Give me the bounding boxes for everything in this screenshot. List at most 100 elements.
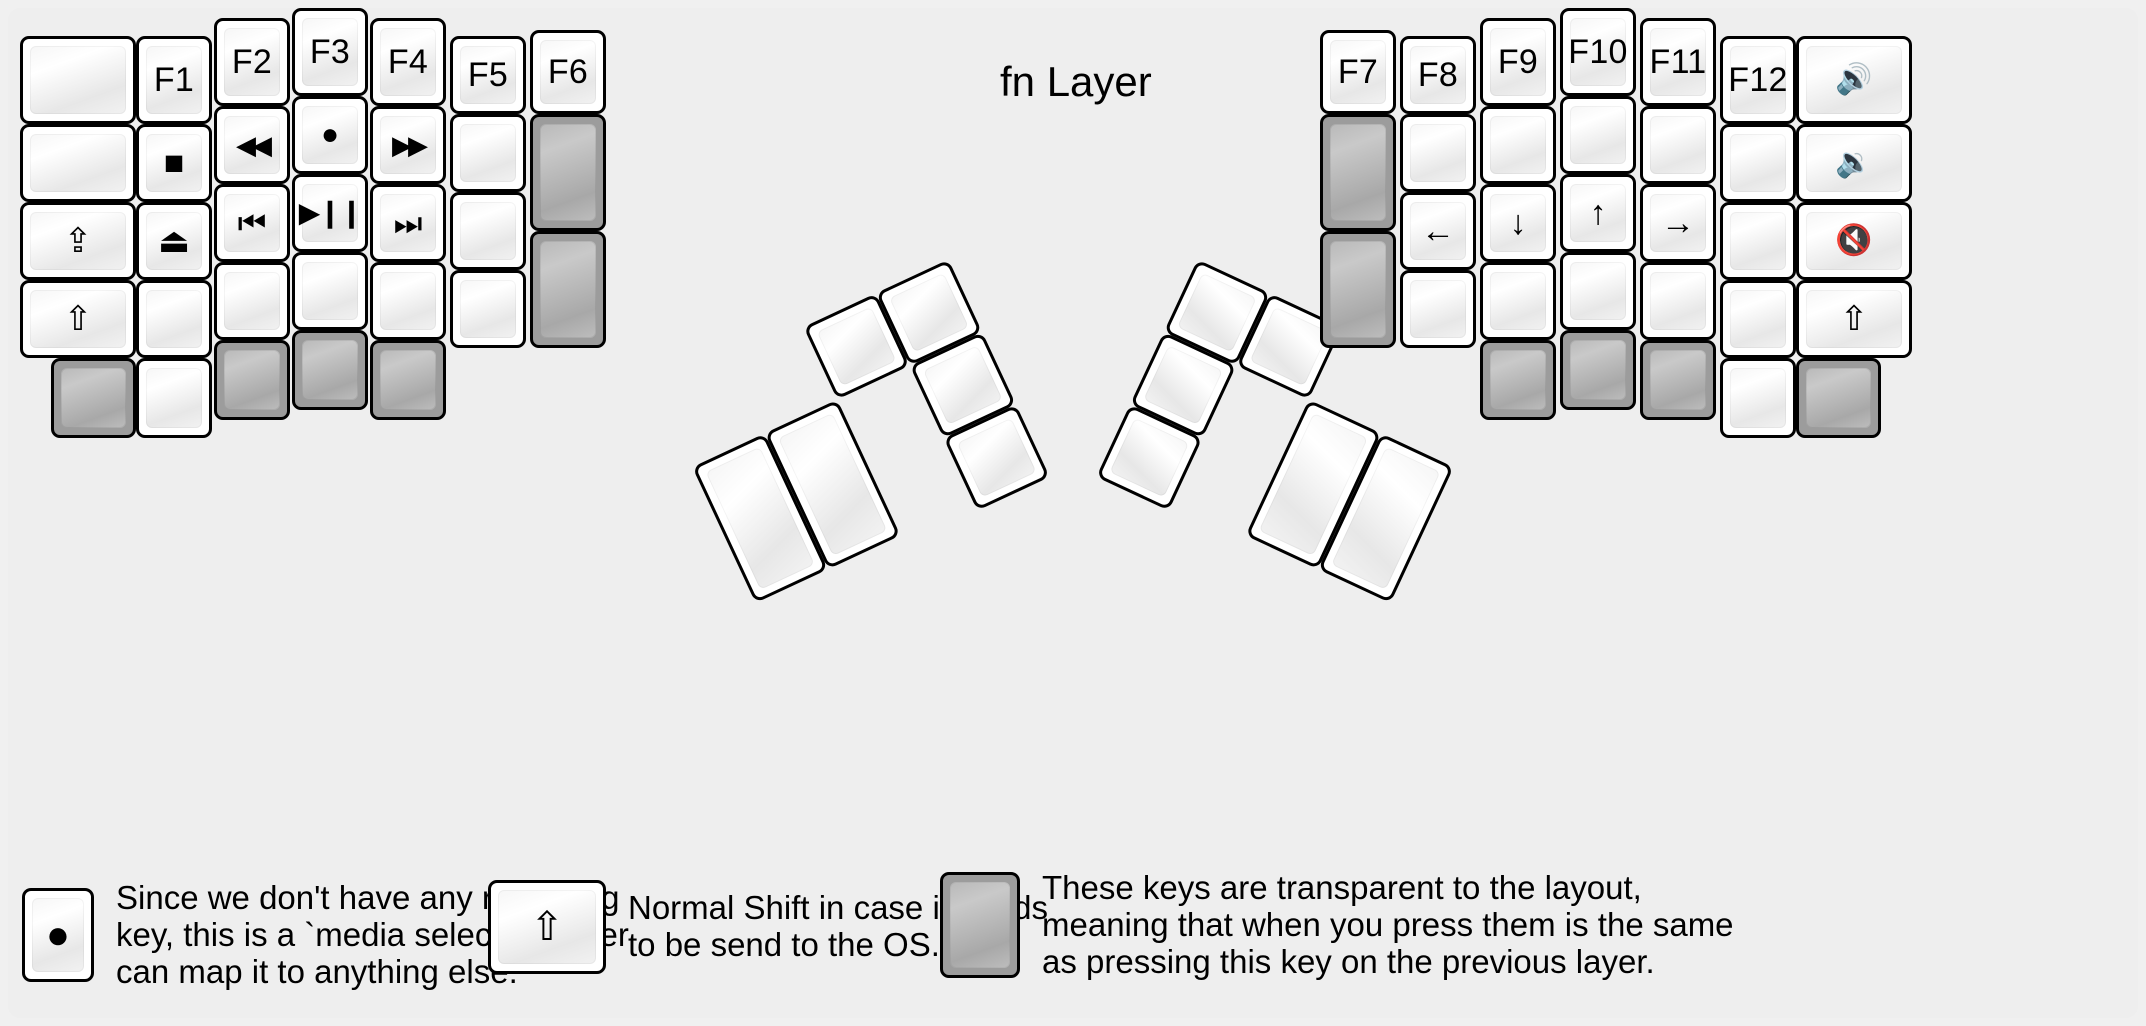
key-right-c0-r1-transparent-tall[interactable] xyxy=(1320,114,1396,231)
key-right-c2-r4-transparent[interactable] xyxy=(1480,340,1556,420)
key-right-c1-r0-f8[interactable]: F8 xyxy=(1400,36,1476,114)
key-left-c3-r0-f3[interactable]: F3 xyxy=(292,8,368,96)
key-left-c4-r0-f4[interactable]: F4 xyxy=(370,18,446,106)
key-left-c0-r3-shift[interactable]: ⇧ xyxy=(20,280,136,358)
key-left-c2-r1-rewind[interactable]: ◀◀ xyxy=(214,106,290,184)
key-right-c5-r4[interactable] xyxy=(1720,358,1796,438)
key-label: F4 xyxy=(387,43,429,81)
shift-icon: ⇧ xyxy=(63,300,93,338)
key-right-c2-r0-f9[interactable]: F9 xyxy=(1480,18,1556,106)
key-right-c6-r1-volume-down[interactable]: 🔉 xyxy=(1796,124,1912,202)
record-icon: ● xyxy=(320,118,340,151)
keycap xyxy=(1330,241,1386,338)
key-right-c6-r2-volume-mute[interactable]: 🔇 xyxy=(1796,202,1912,280)
play-pause-icon: ▶❙❙ xyxy=(298,197,363,228)
key-right-c6-r3-shift[interactable]: ⇧ xyxy=(1796,280,1912,358)
key-right-c3-r1[interactable] xyxy=(1560,96,1636,174)
keycap: ← xyxy=(1410,202,1466,260)
keycap xyxy=(224,350,280,410)
key-right-c2-r1[interactable] xyxy=(1480,106,1556,184)
key-left-c1-r4[interactable] xyxy=(136,358,212,438)
key-right-c2-r3[interactable] xyxy=(1480,262,1556,340)
keycap: ⇧ xyxy=(1806,290,1902,348)
keycap xyxy=(460,280,516,338)
key-left-c3-r2-play-pause[interactable]: ▶❙❙ xyxy=(292,174,368,252)
key-left-c2-r4-transparent[interactable] xyxy=(214,340,290,420)
keycap xyxy=(380,350,436,410)
key-right-c4-r2-arrow-right[interactable]: → xyxy=(1640,184,1716,262)
volume-mute-icon: 🔇 xyxy=(1835,224,1873,257)
key-right-c4-r3[interactable] xyxy=(1640,262,1716,340)
key-left-c5-r0-f5[interactable]: F5 xyxy=(450,36,526,114)
key-right-c6-r4-transparent[interactable] xyxy=(1796,358,1881,438)
keycap: ⇪ xyxy=(30,212,126,270)
key-right-c4-r4-transparent[interactable] xyxy=(1640,340,1716,420)
key-left-c6-r0-f6[interactable]: F6 xyxy=(530,30,606,114)
key-left-c4-r2-next-track[interactable]: ⏭ xyxy=(370,184,446,262)
key-right-c4-r0-f11[interactable]: F11 xyxy=(1640,18,1716,106)
key-left-c1-r3[interactable] xyxy=(136,280,212,358)
keycap: ↓ xyxy=(1490,194,1546,252)
key-left-c1-r1-stop[interactable]: ■ xyxy=(136,124,212,202)
legend-key-shift: ⇧ xyxy=(488,880,606,974)
keycap: ▶▶ xyxy=(380,116,436,174)
key-right-c4-r1[interactable] xyxy=(1640,106,1716,184)
key-left-c2-r3[interactable] xyxy=(214,262,290,340)
key-left-c4-r1-fast-forward[interactable]: ▶▶ xyxy=(370,106,446,184)
key-right-c2-r2-arrow-down[interactable]: ↓ xyxy=(1480,184,1556,262)
keycap: F6 xyxy=(540,40,596,104)
key-left-c5-r1[interactable] xyxy=(450,114,526,192)
keycap xyxy=(1570,340,1626,400)
volume-up-icon: 🔊 xyxy=(1835,63,1873,96)
shift-icon: ⇧ xyxy=(1839,300,1869,338)
key-left-c4-r4-transparent[interactable] xyxy=(370,340,446,420)
key-right-c1-r3[interactable] xyxy=(1400,270,1476,348)
key-left-c1-r2-eject[interactable]: ⏏ xyxy=(136,202,212,280)
key-left-c3-r1-record[interactable]: ● xyxy=(292,96,368,174)
keycap xyxy=(380,272,436,330)
keycap: F9 xyxy=(1490,28,1546,96)
key-right-c0-r2-transparent-tall[interactable] xyxy=(1320,231,1396,348)
legend-text-transparent: These keys are transparent to the layout… xyxy=(1042,869,1734,980)
key-left-c0-r4-transparent[interactable] xyxy=(51,358,136,438)
keycap xyxy=(1490,272,1546,330)
legend: ● Since we don't have any recording key,… xyxy=(0,862,2146,1026)
keycap xyxy=(1730,290,1786,348)
key-right-c3-r3[interactable] xyxy=(1560,252,1636,330)
keycap xyxy=(1330,124,1386,221)
key-right-c1-r1[interactable] xyxy=(1400,114,1476,192)
keycap xyxy=(146,368,202,428)
keycap: ⇧ xyxy=(498,890,596,964)
key-left-c0-r2-caps-lock[interactable]: ⇪ xyxy=(20,202,136,280)
key-right-c5-r1[interactable] xyxy=(1720,124,1796,202)
key-right-c3-r2-arrow-up[interactable]: ↑ xyxy=(1560,174,1636,252)
key-right-c3-r4-transparent[interactable] xyxy=(1560,330,1636,410)
key-left-c5-r3[interactable] xyxy=(450,270,526,348)
key-right-c1-r2-arrow-left[interactable]: ← xyxy=(1400,192,1476,270)
keycap: ◀◀ xyxy=(224,116,280,174)
key-right-c3-r0-f10[interactable]: F10 xyxy=(1560,8,1636,96)
key-right-c6-r0-volume-up[interactable]: 🔊 xyxy=(1796,36,1912,124)
key-right-c5-r2[interactable] xyxy=(1720,202,1796,280)
keycap xyxy=(1650,272,1706,330)
key-left-c3-r3[interactable] xyxy=(292,252,368,330)
key-label: F11 xyxy=(1649,43,1707,81)
key-left-c2-r0-f2[interactable]: F2 xyxy=(214,18,290,106)
key-right-c5-r0-f12[interactable]: F12 xyxy=(1720,36,1796,124)
keycap xyxy=(302,340,358,400)
key-left-c3-r4-transparent[interactable] xyxy=(292,330,368,410)
key-right-c0-r0-f7[interactable]: F7 xyxy=(1320,30,1396,114)
key-left-c1-r0-f1[interactable]: F1 xyxy=(136,36,212,124)
key-left-c2-r2-prev-track[interactable]: ⏮ xyxy=(214,184,290,262)
keycap xyxy=(30,134,126,192)
key-left-c4-r3[interactable] xyxy=(370,262,446,340)
keycap xyxy=(1730,212,1786,270)
keycap xyxy=(540,241,596,338)
key-left-c6-r1-transparent-tall[interactable] xyxy=(530,114,606,231)
key-left-c6-r2-transparent-tall[interactable] xyxy=(530,231,606,348)
key-right-c5-r3[interactable] xyxy=(1720,280,1796,358)
arrow-left-icon: ← xyxy=(1421,212,1455,250)
key-left-c0-r0[interactable] xyxy=(20,36,136,124)
key-left-c5-r2[interactable] xyxy=(450,192,526,270)
key-left-c0-r1[interactable] xyxy=(20,124,136,202)
